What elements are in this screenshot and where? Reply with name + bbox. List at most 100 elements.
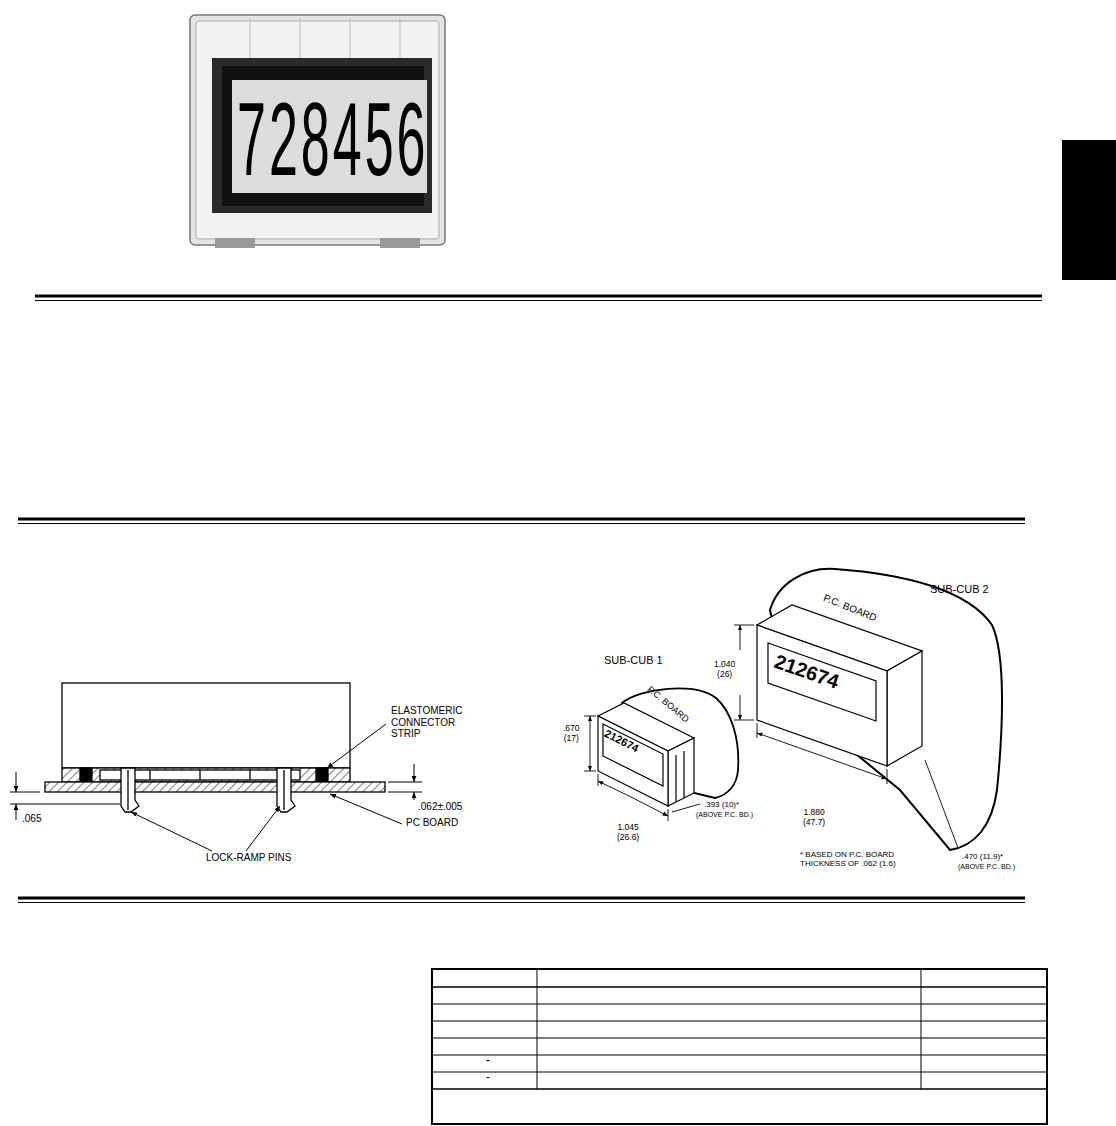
dimension-line-part [672, 804, 700, 812]
board-label: P.C. BOARD [822, 592, 879, 624]
dimension-label: .470 (11.9)* [962, 852, 1003, 861]
section-rule-part [35, 300, 1042, 301]
cross-section-part [127, 770, 128, 810]
sub-cub-1-drawing-part [668, 738, 694, 806]
leader-line-part [246, 806, 280, 851]
sub-cub-2-drawing-part [887, 651, 922, 766]
callout-label: LOCK-RAMP PINS [206, 852, 291, 864]
dimension-line-part [734, 720, 754, 721]
footnote: * BASED ON P.C. BOARD THICKNESS OF .062 … [800, 850, 896, 868]
sub-cub-2-drawing-part [757, 625, 887, 766]
display-digits: 212674 [602, 727, 640, 755]
dimension-line-part [740, 625, 741, 650]
dimension-line-part [414, 792, 415, 800]
cross-section-part [283, 770, 284, 810]
dimension-line [584, 716, 700, 821]
part-name: SUB-CUB 1 [604, 654, 663, 667]
display-digits: 212674 [771, 650, 842, 694]
cross-section-part [62, 683, 350, 768]
dimension-note: (ABOVE P.C. BD.) [696, 811, 753, 819]
section-rule [18, 296, 1042, 903]
display-photo-part [380, 238, 420, 248]
dimension-line-part [598, 774, 599, 786]
lcd-digits: 728456 [237, 87, 429, 191]
dimension-label: .670 (17) [563, 724, 580, 744]
display-photo-part [196, 21, 439, 239]
dimension-line-part [388, 782, 422, 783]
dimension-line-part [757, 733, 822, 756]
cross-section-part [199, 770, 200, 780]
section-rule-part [18, 523, 1025, 524]
display-photo-part [300, 18, 301, 60]
dimension-label: 1.040 (26) [714, 660, 735, 680]
dimension-line-part [16, 804, 17, 820]
display-photo-part [215, 238, 255, 248]
dimension-line-part [16, 772, 17, 792]
sub-cub-1-drawing-part [603, 724, 663, 786]
dimension-line-part [757, 723, 758, 738]
cross-section-part [316, 768, 328, 782]
cross-section [45, 683, 385, 812]
display-photo-part [400, 18, 401, 60]
sub-cub-1-drawing-part [683, 751, 684, 798]
cross-section-part [277, 768, 295, 812]
leader-line-part [131, 812, 212, 851]
display-photo-part [250, 18, 251, 60]
spec-table-part [537, 969, 538, 1089]
sub-cub-1-drawing-part [598, 716, 668, 806]
cross-section-part [149, 770, 150, 780]
table-cell: - [486, 1054, 490, 1068]
leader-line-part [327, 724, 386, 768]
spec-table-part [432, 1021, 1047, 1022]
spec-table-part [432, 969, 1047, 1124]
section-rule-part [18, 518, 1025, 521]
dimension-label: .062±.005 [418, 801, 462, 813]
dimension-line-part [633, 798, 668, 816]
leader-line-part [330, 794, 402, 824]
dimension-line [10, 764, 422, 820]
sub-cub-2-drawing-part [768, 643, 876, 721]
spec-table-part [432, 1038, 1047, 1039]
dimension-line-part [10, 792, 40, 793]
dimension-line-part [668, 809, 669, 821]
cross-section-part [80, 768, 92, 782]
cross-section-part [45, 782, 385, 792]
dimension-line-part [414, 764, 415, 782]
section-tab [1062, 140, 1116, 280]
callout-label: PC BOARD [406, 817, 458, 829]
spec-table-part [921, 969, 922, 1089]
section-rule-part [18, 902, 1025, 903]
dimension-line-part [925, 760, 958, 848]
display-photo [190, 15, 445, 248]
dimension-line-part [822, 756, 887, 779]
dimension-line-part [740, 695, 741, 720]
table-cell: - [486, 1071, 490, 1085]
leader-line [131, 724, 402, 851]
spec-table [432, 969, 1047, 1124]
board-label: P.C. BOARD [645, 684, 691, 725]
dimension-line-part [887, 769, 888, 784]
cross-section-part [121, 768, 139, 812]
spec-table-part [432, 986, 1047, 988]
dimension-line [734, 625, 958, 848]
dimension-line-part [590, 716, 591, 744]
dimension-label: .065 [22, 813, 41, 825]
dimension-line-part [734, 625, 754, 626]
spec-table-part [432, 1055, 1047, 1056]
callout-label: ELASTOMERIC CONNECTOR STRIP [391, 705, 463, 740]
sub-cub-2-drawing [757, 569, 1002, 850]
display-photo-part [350, 18, 351, 60]
display-photo-part [212, 58, 432, 213]
cross-section-part [62, 768, 350, 782]
section-rule-part [18, 897, 1025, 900]
spec-table-part [432, 1088, 1047, 1090]
display-photo-part [190, 15, 445, 245]
dimension-line-part [388, 792, 422, 793]
dimension-label: .393 (10)* [704, 800, 739, 809]
dimension-line-part [590, 744, 591, 771]
spec-table-part [432, 1004, 1047, 1005]
dimension-label: 1.045 (26.6) [617, 823, 639, 843]
part-name: SUB-CUB 2 [930, 583, 989, 596]
